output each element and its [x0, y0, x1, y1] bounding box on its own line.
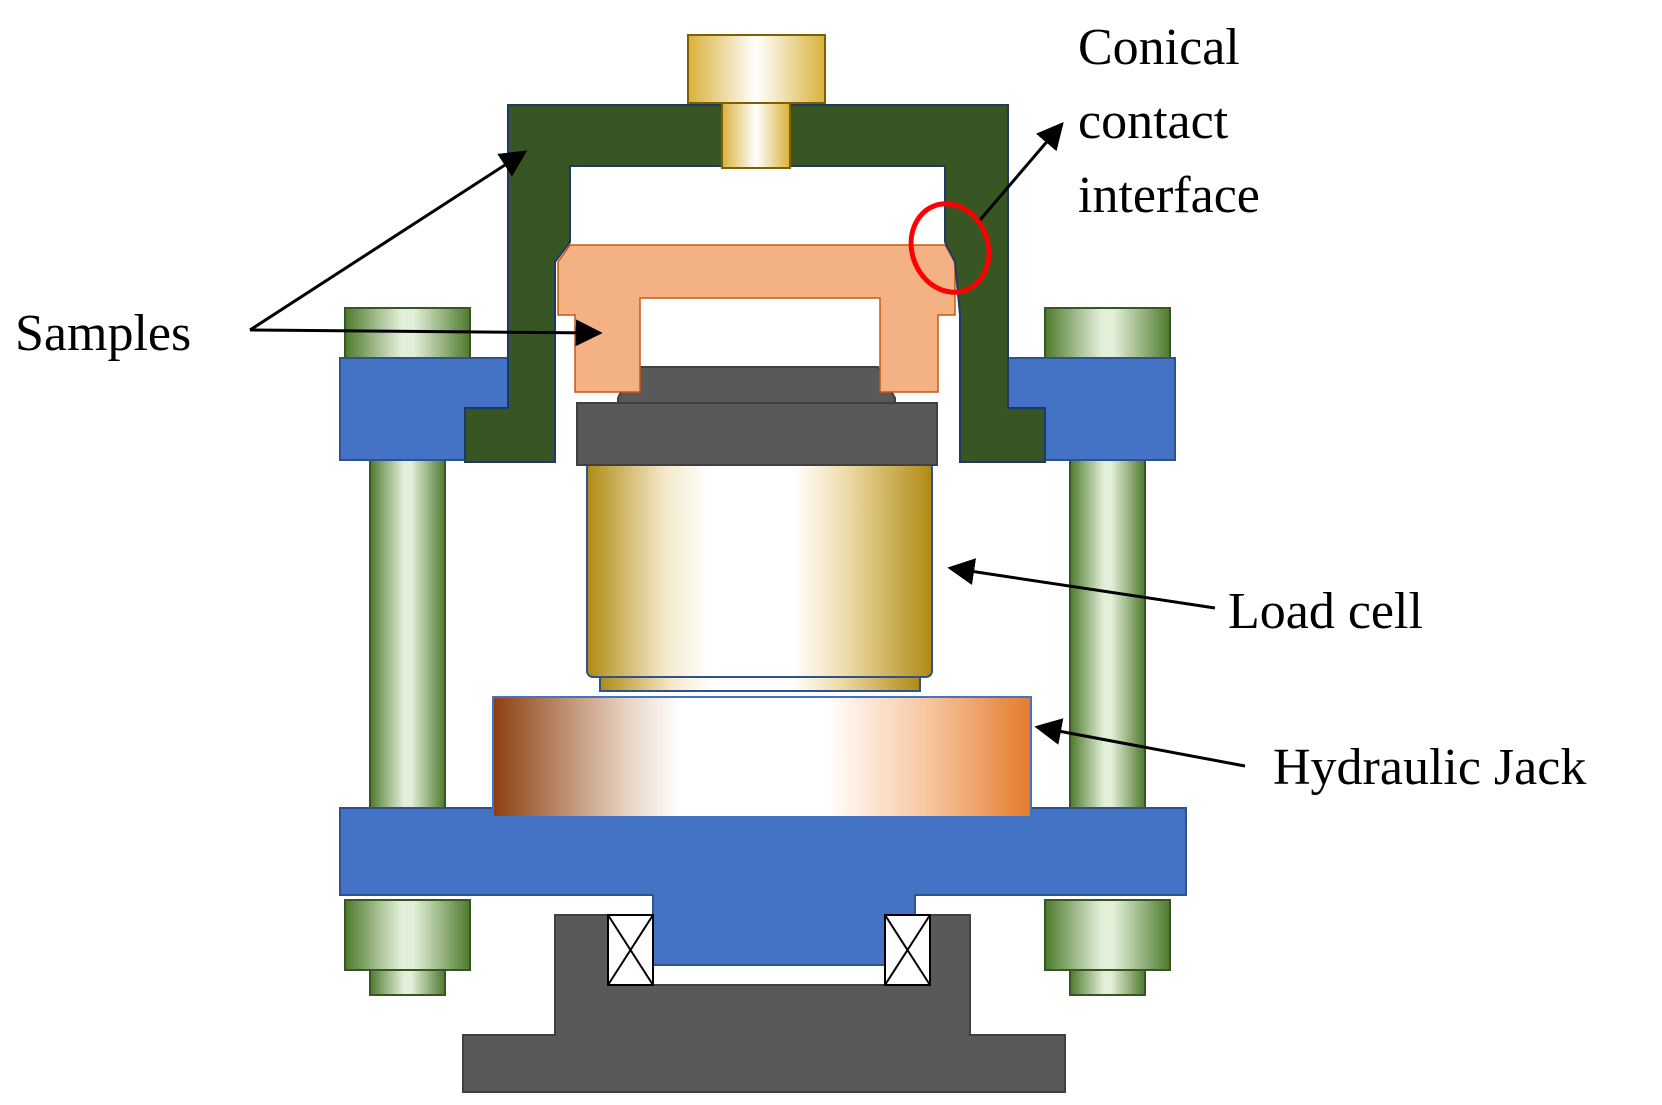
top-bolt — [687, 34, 826, 169]
lower-sample — [557, 244, 956, 393]
right-tie-rod — [1044, 307, 1171, 996]
hydraulic-jack — [492, 696, 1032, 818]
arrow-samples-upper — [249, 150, 528, 332]
conical-indenter — [617, 366, 896, 404]
conical-contact-interface-label: Conical contact interface — [1078, 22, 1260, 224]
load-cell-label: Load cell — [1228, 583, 1423, 640]
upper-sample-frame — [464, 104, 1046, 463]
conical-label-line1: Conical — [1078, 19, 1240, 76]
arrow-conical — [978, 121, 1064, 221]
conical-label-line2: contact — [1078, 93, 1229, 150]
loading-platen — [576, 402, 938, 466]
annotation-arrows — [249, 121, 1246, 768]
load-cell — [586, 461, 933, 692]
arrow-load-cell — [947, 558, 1216, 610]
arrow-hydraulic-jack — [1034, 718, 1246, 768]
right-bearing — [884, 914, 931, 986]
conical-interface-highlight — [908, 201, 992, 295]
left-tie-rod — [344, 307, 471, 996]
left-bearing — [607, 914, 654, 986]
arrow-samples-lower — [249, 319, 603, 347]
conical-label-line3: interface — [1078, 167, 1260, 224]
hydraulic-jack-label: Hydraulic Jack — [1273, 739, 1587, 796]
samples-label: Samples — [15, 305, 192, 362]
